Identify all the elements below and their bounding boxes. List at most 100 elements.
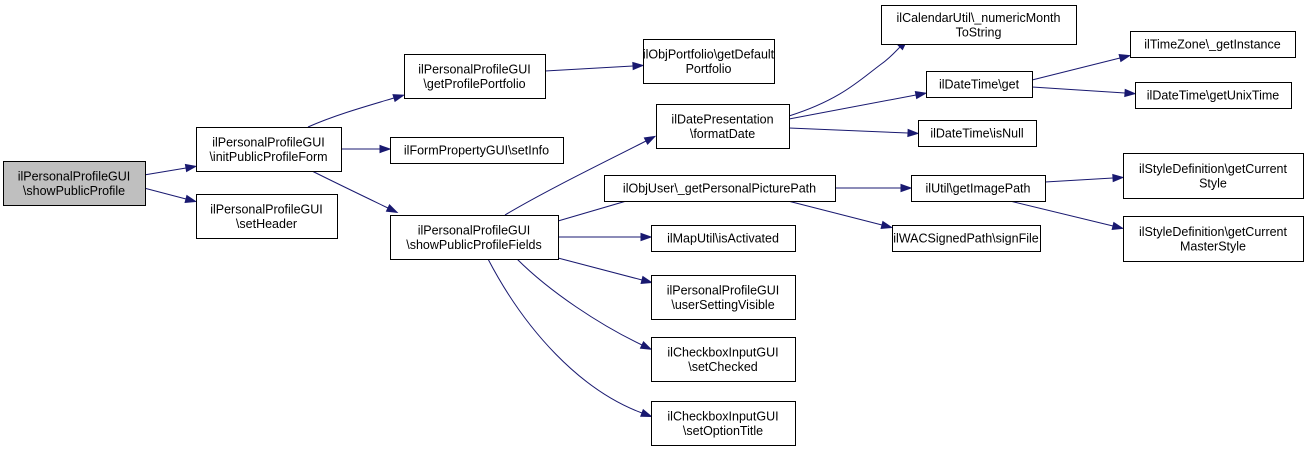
node-signfile[interactable]: ilWACSignedPath\signFile <box>892 225 1041 252</box>
node-header[interactable]: ilPersonalProfileGUI\setHeader <box>196 194 338 239</box>
node-label-line: ilCheckboxInputGUI <box>667 409 778 423</box>
node-label-line: ilPersonalProfileGUI <box>418 62 531 76</box>
node-picpath[interactable]: ilObjUser\_getPersonalPicturePath <box>604 175 836 202</box>
edge-datepres-to-dtget <box>788 90 928 120</box>
edge-arrowhead <box>639 340 653 350</box>
node-box <box>390 215 559 260</box>
node-fields[interactable]: ilPersonalProfileGUI\showPublicProfileFi… <box>390 215 559 260</box>
edge-line <box>544 65 634 72</box>
edge-imgpath-to-style <box>1044 173 1125 183</box>
node-box <box>881 5 1077 45</box>
node-box <box>1135 82 1292 109</box>
node-dtget[interactable]: ilDateTime\get <box>926 71 1033 98</box>
edge-line <box>311 170 389 209</box>
edge-fields-to-setoption <box>487 258 653 418</box>
node-tz[interactable]: ilTimeZone\_getInstance <box>1130 31 1296 58</box>
edge-init-to-setinfo <box>341 144 392 154</box>
edge-datepres-to-calutil <box>788 38 909 117</box>
edge-arrowhead <box>640 408 653 418</box>
edge-arrowhead <box>1111 221 1125 230</box>
node-label-line: ilPersonalProfileGUI <box>18 169 131 183</box>
node-box <box>911 175 1046 202</box>
edges-layer <box>143 38 1137 418</box>
node-label-line: ilDatePresentation <box>671 112 773 126</box>
edge-line <box>1031 86 1126 94</box>
edge-arrowhead <box>1112 173 1125 183</box>
edge-arrowhead <box>184 194 198 203</box>
node-imgpath[interactable]: ilUtil\getImagePath <box>911 175 1046 202</box>
node-label-line: ilWACSignedPath\signFile <box>893 232 1038 246</box>
edge-line <box>787 200 883 226</box>
edge-line <box>788 46 901 117</box>
node-datepres[interactable]: ilDatePresentation\formatDate <box>656 104 790 149</box>
edge-arrowhead <box>914 90 928 100</box>
node-box <box>926 71 1033 98</box>
node-label-line: ilCalendarUtil\_numericMonth <box>897 11 1061 25</box>
node-label-line: Style <box>1199 176 1227 190</box>
node-label-line: \getProfilePortfolio <box>423 77 525 91</box>
node-getportfolio[interactable]: ilPersonalProfileGUI\getProfilePortfolio <box>404 54 546 99</box>
node-setoption[interactable]: ilCheckboxInputGUI\setOptionTitle <box>651 401 796 446</box>
edge-root-to-init <box>143 163 198 176</box>
edge-imgpath-to-master <box>1009 200 1125 230</box>
edge-arrowhead <box>392 94 406 103</box>
node-unix[interactable]: ilDateTime\getUnixTime <box>1135 82 1292 109</box>
edge-line <box>1044 177 1114 183</box>
edge-line <box>516 258 643 346</box>
node-label-line: ilPersonalProfileGUI <box>667 283 780 297</box>
node-label-line: \formatDate <box>690 127 755 141</box>
node-init[interactable]: ilPersonalProfileGUI\initPublicProfileFo… <box>196 127 342 172</box>
edge-picpath-to-imgpath <box>835 183 913 193</box>
node-setchecked[interactable]: ilCheckboxInputGUI\setChecked <box>651 337 796 382</box>
edge-fields-to-datepres <box>504 135 657 216</box>
edge-fields-to-setchecked <box>516 258 653 350</box>
edge-line <box>143 187 187 200</box>
node-label-line: ilCheckboxInputGUI <box>667 345 778 359</box>
node-label-line: ilPersonalProfileGUI <box>418 223 531 237</box>
node-box <box>651 337 796 382</box>
node-label-line: ilDateTime\getUnixTime <box>1147 89 1279 103</box>
edge-line <box>1009 200 1114 227</box>
node-box <box>656 104 790 149</box>
edge-line <box>788 127 909 134</box>
node-box <box>651 275 796 320</box>
edge-picpath-to-signfile <box>787 200 894 229</box>
node-label-line: \initPublicProfileForm <box>209 150 327 164</box>
edge-arrowhead <box>1118 54 1132 63</box>
edge-line <box>788 94 917 120</box>
node-label-line: ilStyleDefinition\getCurrent <box>1139 162 1288 176</box>
node-usersetting[interactable]: ilPersonalProfileGUI\userSettingVisible <box>651 275 796 320</box>
node-box <box>918 120 1037 147</box>
edge-dtget-to-tz <box>1031 54 1132 81</box>
edge-line <box>504 140 647 216</box>
edge-line <box>1031 57 1121 81</box>
node-box <box>196 127 342 172</box>
edge-arrowhead <box>640 275 654 284</box>
node-label-line: ilObjPortfolio\getDefault <box>643 47 775 61</box>
node-box <box>404 54 546 99</box>
node-setinfo[interactable]: ilFormPropertyGUI\setInfo <box>390 137 564 164</box>
node-label-line: ilStyleDefinition\getCurrent <box>1139 225 1288 239</box>
node-box <box>651 401 796 446</box>
node-box <box>1123 216 1304 262</box>
node-dtnull[interactable]: ilDateTime\isNull <box>918 120 1037 147</box>
node-label-line: ilUtil\getImagePath <box>926 182 1031 196</box>
node-maputil[interactable]: ilMapUtil\isActivated <box>651 225 796 252</box>
node-label-line: Portfolio <box>686 62 732 76</box>
edge-arrowhead <box>385 203 399 213</box>
edge-arrowhead <box>379 144 392 154</box>
node-label-line: \setHeader <box>236 217 297 231</box>
node-label-line: \showPublicProfileFields <box>406 238 541 252</box>
node-box <box>892 225 1041 252</box>
node-label-line: \setOptionTitle <box>683 424 763 438</box>
node-box <box>1130 31 1296 58</box>
node-label-line: ilObjUser\_getPersonalPicturePath <box>623 182 816 196</box>
node-label-line: \showPublicProfile <box>23 184 125 198</box>
node-root[interactable]: ilPersonalProfileGUI\showPublicProfile <box>3 161 146 206</box>
node-box <box>1123 153 1304 199</box>
